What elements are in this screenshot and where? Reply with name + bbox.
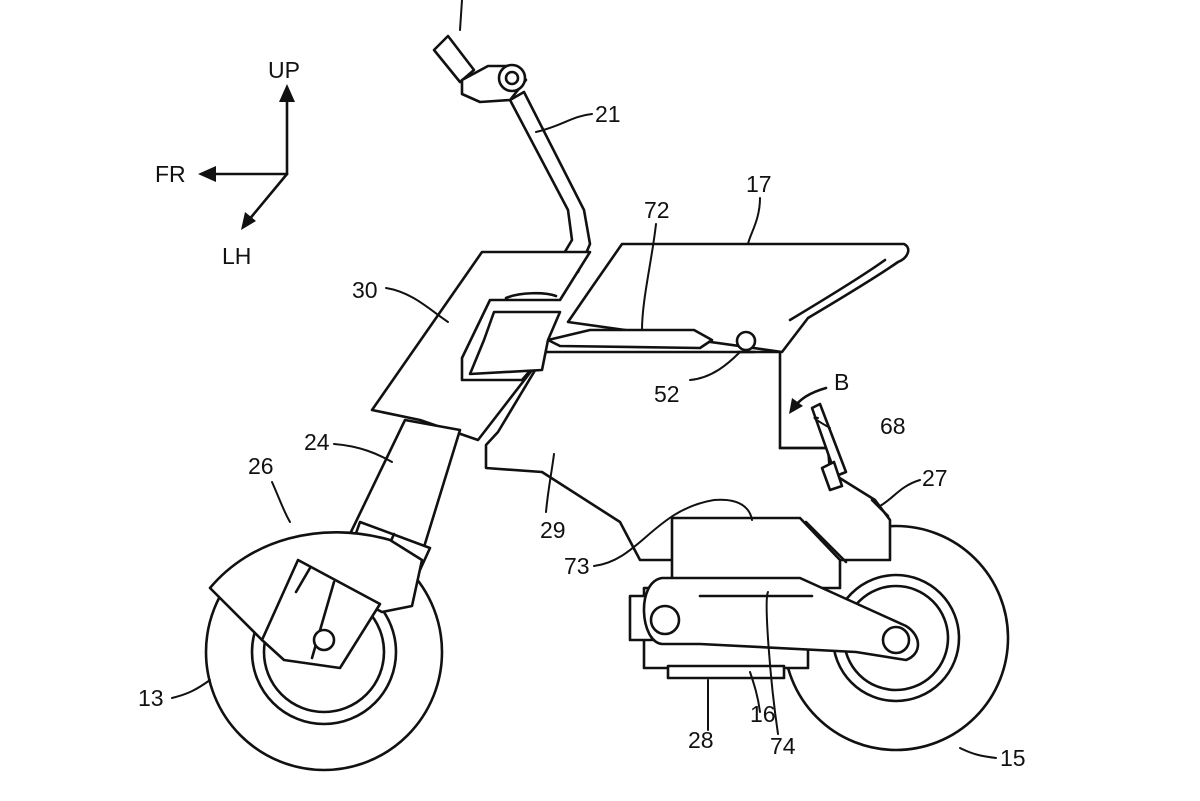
left-arrow — [246, 172, 289, 223]
label-16: 16 — [750, 701, 776, 727]
left-arrowhead — [241, 212, 256, 230]
label-52: 52 — [654, 381, 680, 407]
label-21: 21 — [595, 101, 621, 127]
label-73: 73 — [564, 553, 590, 579]
label-30: 30 — [352, 277, 378, 303]
label-74: 74 — [770, 733, 796, 759]
front-panel — [370, 250, 592, 442]
label-68: 68 — [880, 413, 906, 439]
label-26: 26 — [248, 453, 274, 479]
reference-numerals: 21 17 72 30 52 68 27 24 26 29 73 13 28 1… — [138, 101, 1026, 771]
body-cover — [484, 350, 892, 562]
front-fender — [208, 531, 424, 670]
seat — [546, 242, 910, 354]
label-13: 13 — [138, 685, 164, 711]
label-24: 24 — [304, 429, 330, 455]
view-arrow-b: B — [789, 369, 849, 414]
swing-arm — [642, 576, 920, 662]
front-label: FR — [155, 161, 186, 187]
leader-lines — [171, 0, 997, 759]
label-15: 15 — [1000, 745, 1026, 771]
label-29: 29 — [540, 517, 566, 543]
label-72: 72 — [644, 197, 670, 223]
battery — [670, 516, 848, 590]
arrow-b-label: B — [834, 369, 849, 395]
handlebar — [432, 34, 592, 274]
label-28: 28 — [688, 727, 714, 753]
front-arrowhead — [198, 166, 216, 182]
direction-indicator: UP FR LH — [155, 57, 300, 269]
left-label: LH — [222, 243, 251, 269]
label-17: 17 — [746, 171, 772, 197]
up-arrowhead — [279, 84, 295, 102]
label-27: 27 — [922, 465, 948, 491]
up-label: UP — [268, 57, 300, 83]
